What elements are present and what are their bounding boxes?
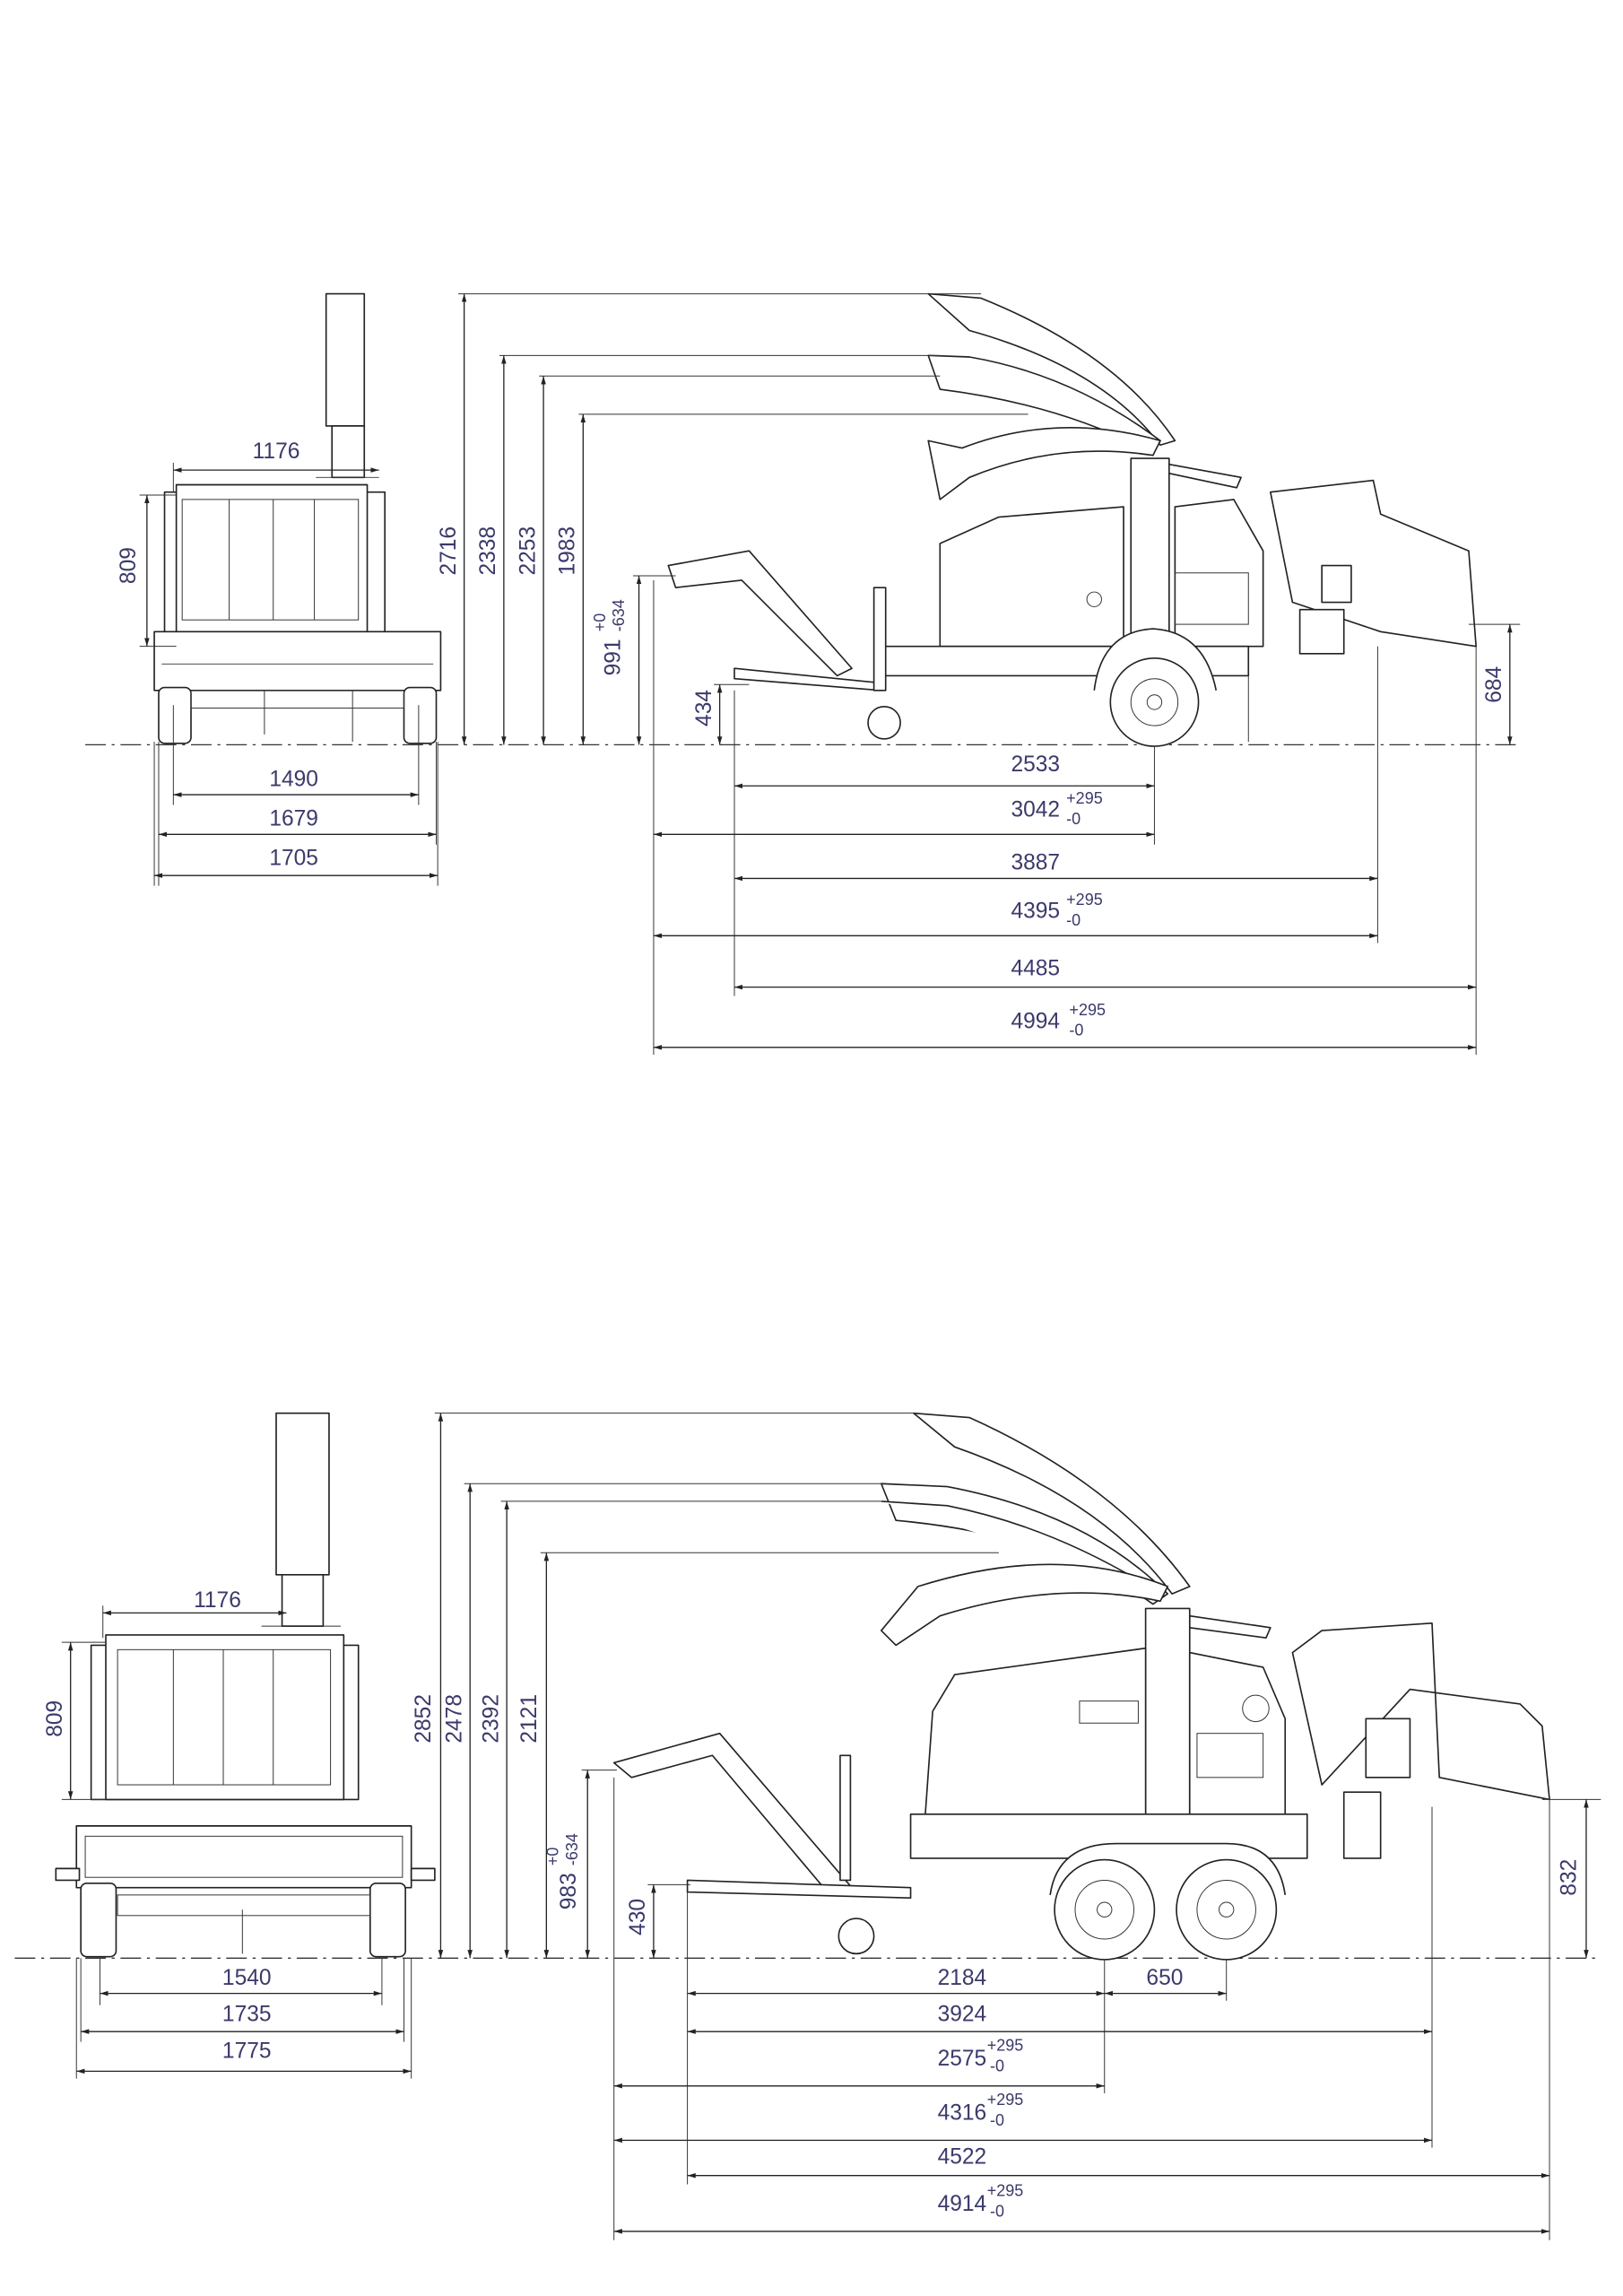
dim-length-3: 3887 <box>1011 851 1060 875</box>
svg-text:-0: -0 <box>1066 911 1081 929</box>
side-view-machine <box>667 292 1477 747</box>
side-view-machine <box>612 1412 1550 1961</box>
dim-infeed-height: 832 <box>1558 1859 1582 1896</box>
bottom-rear-dimensions: 1176 809 1540 1735 1775 <box>43 1588 412 2079</box>
dim-length-1: 2533 <box>1011 752 1060 777</box>
dim-height-4: 1983 <box>555 526 579 576</box>
dim-overall-width: 1705 <box>269 847 318 871</box>
svg-text:-634: -634 <box>610 599 628 631</box>
top-length-dimensions: 2533 3042 +295 -0 3887 4395 +295 -0 4485… <box>653 579 1477 1055</box>
dim-hopper-height: 809 <box>117 547 141 584</box>
dim-length-2: 3924 <box>938 2003 987 2027</box>
dim-height-4: 2121 <box>517 1694 542 1744</box>
dim-hitch-low: 430 <box>626 1899 650 1935</box>
dim-track-inner: 1490 <box>269 767 318 791</box>
svg-text:+295: +295 <box>1069 1001 1106 1019</box>
dim-height-2: 2478 <box>442 1694 466 1744</box>
dim-length-5: 4522 <box>938 2145 987 2170</box>
dim-length-5: 4485 <box>1011 957 1060 981</box>
dim-drawbar-height: 983 +0 -634 <box>543 1833 581 1909</box>
rear-view-machine <box>153 292 442 744</box>
dim-length-1: 2184 <box>938 1966 987 1990</box>
dim-length-4: 4395 <box>1011 900 1060 924</box>
dim-height-3: 2253 <box>516 526 540 576</box>
dim-height-max: 2852 <box>412 1694 436 1744</box>
dim-height-2: 2338 <box>476 526 500 576</box>
dim-drawbar-height: 991 +0 -634 <box>591 599 628 675</box>
dim-length-2: 3042 <box>1011 798 1060 822</box>
top-height-dimensions: 2716 2338 2253 1983 991 +0 -634 434 684 <box>437 293 1521 745</box>
svg-text:-0: -0 <box>1066 810 1081 828</box>
svg-text:-0: -0 <box>990 2111 1004 2129</box>
dim-length-6: 4994 <box>1011 1010 1060 1034</box>
dim-hopper-height: 809 <box>43 1700 67 1737</box>
bottom-length-dimensions: 2184 650 3924 2575 +295 -0 4316 +295 -0 … <box>613 1777 1550 2240</box>
dim-track-outer: 1735 <box>222 2003 272 2027</box>
dim-hopper-width: 1176 <box>194 1588 241 1613</box>
dim-axle-spacing: 650 <box>1146 1966 1183 1990</box>
svg-text:991: 991 <box>601 639 625 675</box>
svg-text:-0: -0 <box>1069 1022 1083 1039</box>
svg-text:+295: +295 <box>1066 891 1103 909</box>
dim-hopper-width: 1176 <box>253 439 300 464</box>
dim-height-max: 2716 <box>437 526 461 576</box>
svg-text:+0: +0 <box>591 613 609 632</box>
svg-text:983: 983 <box>557 1873 581 1909</box>
bottom-drawing: 1176 809 1540 1735 1775 2852 2478 2392 2… <box>14 1412 1601 2240</box>
bottom-height-dimensions: 2852 2478 2392 2121 983 +0 -634 430 832 <box>412 1413 1601 1959</box>
svg-text:-634: -634 <box>563 1833 581 1866</box>
rear-view-machine <box>55 1412 436 1958</box>
dim-infeed-height: 684 <box>1482 666 1506 703</box>
svg-text:+0: +0 <box>543 1848 561 1866</box>
svg-text:+295: +295 <box>987 2091 1024 2109</box>
svg-text:-0: -0 <box>990 2057 1004 2074</box>
svg-text:+295: +295 <box>987 2182 1024 2200</box>
dim-height-3: 2392 <box>479 1694 503 1744</box>
dim-overall-width: 1775 <box>222 2039 272 2064</box>
svg-text:+295: +295 <box>987 2036 1024 2054</box>
svg-text:-0: -0 <box>990 2203 1004 2221</box>
dim-track-outer: 1679 <box>269 806 318 831</box>
dim-length-6: 4914 <box>938 2192 987 2216</box>
dim-track-inner: 1540 <box>222 1966 272 1990</box>
top-rear-dimensions: 1176 809 1490 1679 1705 <box>117 439 438 886</box>
dim-hitch-low: 434 <box>692 690 716 726</box>
dim-length-3: 2575 <box>938 2047 987 2071</box>
top-drawing: 1176 809 1490 1679 1705 2716 2338 2253 1… <box>85 292 1521 1055</box>
dim-length-4: 4316 <box>938 2100 987 2125</box>
svg-text:+295: +295 <box>1066 789 1103 807</box>
